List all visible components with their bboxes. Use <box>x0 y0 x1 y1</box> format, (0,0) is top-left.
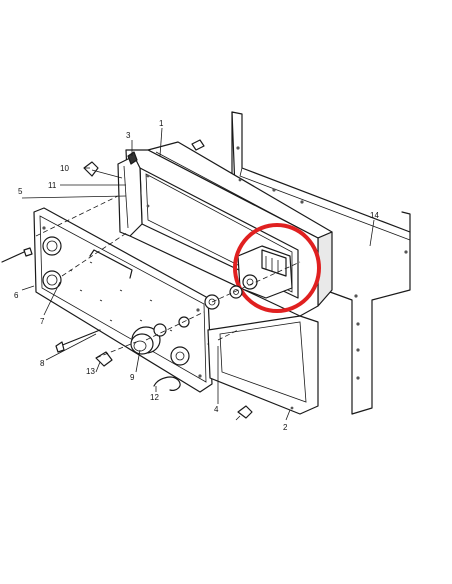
label-1: 1 <box>159 119 164 128</box>
assembly-lines <box>35 195 301 359</box>
screws <box>1 161 253 421</box>
part-labels: 1 2 3 4 5 6 7 8 9 10 11 12 13 14 <box>14 119 379 432</box>
leader-lines <box>21 127 375 421</box>
front-panel <box>33 207 213 393</box>
highlight-circle <box>233 223 321 313</box>
label-14: 14 <box>370 211 379 220</box>
label-6: 6 <box>14 291 19 300</box>
label-12: 12 <box>150 393 159 402</box>
label-2: 2 <box>283 423 288 432</box>
gasket-frame <box>117 151 143 237</box>
label-9: 9 <box>130 373 135 382</box>
label-8: 8 <box>40 359 45 368</box>
label-7: 7 <box>40 317 45 326</box>
label-13: 13 <box>86 367 95 376</box>
label-4: 4 <box>214 405 219 414</box>
label-11: 11 <box>48 181 57 190</box>
label-3: 3 <box>126 131 131 140</box>
label-5: 5 <box>18 187 23 196</box>
rear-cover <box>207 315 319 415</box>
switch-component <box>237 245 293 299</box>
label-10: 10 <box>60 164 69 173</box>
